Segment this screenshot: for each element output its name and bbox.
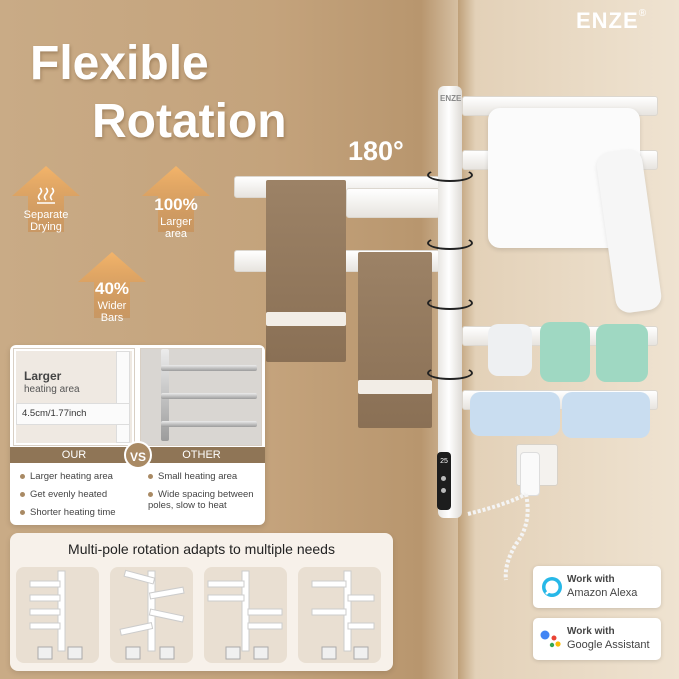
other-header: OTHER bbox=[138, 447, 265, 463]
our-point: Shorter heating time bbox=[20, 507, 116, 518]
control-button bbox=[441, 488, 446, 493]
brand-mark: ® bbox=[638, 8, 648, 19]
bar bbox=[16, 403, 130, 425]
bullet-icon bbox=[148, 491, 153, 497]
rack-config-card bbox=[110, 567, 193, 663]
alexa-line2: Amazon Alexa bbox=[567, 587, 638, 599]
comparison-panel: Larger heating area 4.5cm/1.77inch OUR O… bbox=[10, 345, 265, 525]
rack-config-card bbox=[298, 567, 381, 663]
plug bbox=[520, 452, 540, 496]
shirt-sleeve bbox=[594, 147, 664, 315]
google-assistant-badge: Work with Google Assistant bbox=[533, 618, 661, 660]
badge-line2: Drying bbox=[30, 221, 62, 233]
our-point-text: Get evenly heated bbox=[30, 489, 108, 500]
rack-config-icon bbox=[207, 570, 283, 660]
our-point: Get evenly heated bbox=[20, 489, 107, 500]
rack-config-card bbox=[204, 567, 287, 663]
bullet-icon bbox=[148, 473, 153, 479]
badge-line2: Bars bbox=[100, 312, 124, 324]
badge-wider-bars: 40% Wider Bars bbox=[76, 250, 148, 324]
display-reading: 25 bbox=[440, 458, 448, 465]
alexa-line1: Work with bbox=[567, 574, 615, 585]
brand-logo: ENZE® bbox=[576, 8, 647, 34]
rotation-degree: 180° bbox=[348, 136, 404, 166]
bullet-icon bbox=[20, 473, 25, 479]
our-point-text: Larger heating area bbox=[30, 471, 113, 482]
rack-config-card bbox=[16, 567, 99, 663]
headline-line2: Rotation bbox=[92, 95, 287, 148]
bar bbox=[116, 351, 130, 443]
bar bbox=[161, 393, 257, 399]
towel bbox=[358, 252, 432, 428]
multi-pole-panel: Multi-pole rotation adapts to multiple n… bbox=[10, 533, 393, 671]
rotation-arrow-icon bbox=[427, 236, 473, 250]
towel bbox=[266, 180, 346, 362]
badge-line1: Wider bbox=[97, 300, 127, 312]
sock bbox=[596, 324, 648, 382]
sock bbox=[540, 322, 590, 382]
badge-big: 100% bbox=[154, 195, 198, 214]
brand-name: ENZE bbox=[576, 8, 639, 33]
control-display: 25 bbox=[437, 452, 451, 510]
badge-line1: Larger bbox=[160, 216, 192, 228]
other-point-text: Small heating area bbox=[158, 471, 238, 482]
bar bbox=[161, 421, 257, 427]
headline-line1: Flexible bbox=[30, 37, 209, 90]
rack-config-icon bbox=[29, 570, 83, 660]
dimension-label: 4.5cm/1.77inch bbox=[22, 408, 87, 419]
rack-config-icon bbox=[311, 570, 375, 660]
pole-brand: ENZE bbox=[440, 94, 462, 103]
sock bbox=[488, 324, 532, 376]
other-point: Wide spacing between poles, slow to heat bbox=[148, 489, 262, 511]
bar bbox=[161, 365, 257, 371]
badge-line2: area bbox=[164, 228, 188, 240]
power-cord bbox=[467, 492, 530, 581]
alexa-badge: Work with Amazon Alexa bbox=[533, 566, 661, 608]
vs-badge: VS bbox=[124, 441, 152, 469]
rotation-arrow-icon bbox=[427, 366, 473, 380]
google-assistant-icon bbox=[540, 630, 561, 648]
arrow-up-icon bbox=[78, 252, 146, 318]
google-line2: Google Assistant bbox=[567, 639, 650, 651]
cloth bbox=[470, 392, 560, 436]
rotation-arrow-icon bbox=[427, 296, 473, 310]
badge-larger-area: 100% Larger area bbox=[140, 164, 212, 240]
control-button bbox=[441, 476, 446, 481]
rack-arm bbox=[346, 188, 440, 218]
badge-separate-drying: Separate Drying bbox=[10, 164, 82, 233]
our-header: OUR bbox=[10, 447, 138, 463]
bullet-icon bbox=[20, 491, 25, 497]
badge-line1: Separate bbox=[23, 209, 69, 221]
alexa-icon bbox=[542, 577, 562, 597]
rack-config-icon bbox=[119, 569, 185, 660]
cloth bbox=[562, 392, 650, 438]
our-point-text: Shorter heating time bbox=[30, 507, 116, 518]
heat-waves-icon bbox=[37, 187, 55, 204]
multi-pole-title: Multi-pole rotation adapts to multiple n… bbox=[68, 541, 335, 557]
other-point: Small heating area bbox=[148, 471, 262, 482]
inset-subtitle: heating area bbox=[24, 384, 80, 395]
rotation-arrow-icon bbox=[427, 168, 473, 182]
google-line1: Work with bbox=[567, 626, 615, 637]
our-bar-closeup: Larger heating area 4.5cm/1.77inch bbox=[13, 348, 135, 446]
badge-big: 40% bbox=[94, 279, 130, 298]
other-bar-closeup bbox=[140, 348, 262, 446]
arrow-up-icon bbox=[142, 166, 210, 232]
our-point: Larger heating area bbox=[20, 471, 113, 482]
towel-stripe bbox=[266, 312, 346, 326]
bullet-icon bbox=[20, 509, 25, 515]
towel-stripe bbox=[358, 380, 432, 394]
inset-title: Larger bbox=[24, 369, 62, 383]
other-point-text: Wide spacing between poles, slow to heat bbox=[148, 489, 254, 511]
